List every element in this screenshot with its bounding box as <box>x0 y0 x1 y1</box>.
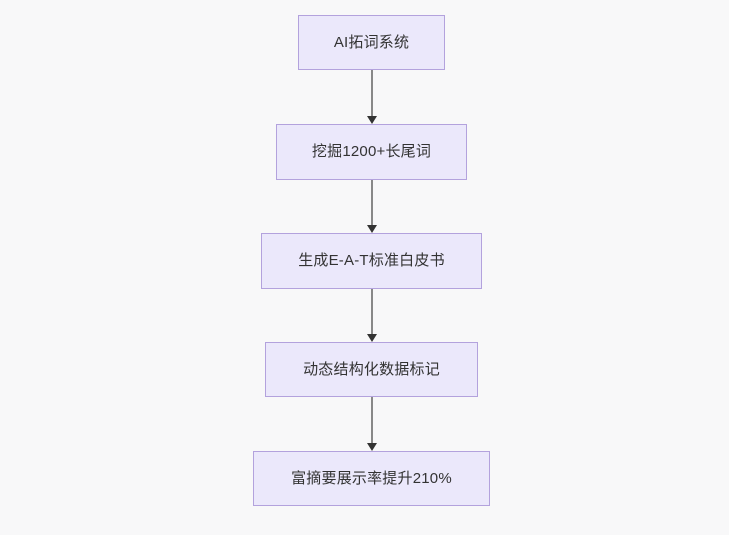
edge-line <box>371 70 373 117</box>
flowchart-node-n2[interactable]: 挖掘1200+长尾词 <box>276 124 467 180</box>
edge-n2-to-n3 <box>367 180 377 233</box>
flowchart-node-n4[interactable]: 动态结构化数据标记 <box>265 342 478 397</box>
node-label: 富摘要展示率提升210% <box>291 469 452 487</box>
flowchart-node-n3[interactable]: 生成E-A-T标准白皮书 <box>261 233 482 289</box>
arrow-down-icon <box>367 116 377 124</box>
edge-line <box>371 289 373 335</box>
node-label: 动态结构化数据标记 <box>303 360 440 378</box>
arrow-down-icon <box>367 334 377 342</box>
node-label: 生成E-A-T标准白皮书 <box>298 252 445 269</box>
arrow-down-icon <box>367 443 377 451</box>
arrow-down-icon <box>367 225 377 233</box>
node-label: AI拓词系统 <box>333 33 410 51</box>
flowchart-node-n5[interactable]: 富摘要展示率提升210% <box>253 451 490 506</box>
edge-line <box>371 180 373 226</box>
edge-n1-to-n2 <box>367 70 377 124</box>
edge-line <box>371 397 373 444</box>
edge-n4-to-n5 <box>367 397 377 451</box>
edge-n3-to-n4 <box>367 289 377 342</box>
node-label: 挖掘1200+长尾词 <box>311 143 432 160</box>
flowchart-node-n1[interactable]: AI拓词系统 <box>298 15 445 70</box>
